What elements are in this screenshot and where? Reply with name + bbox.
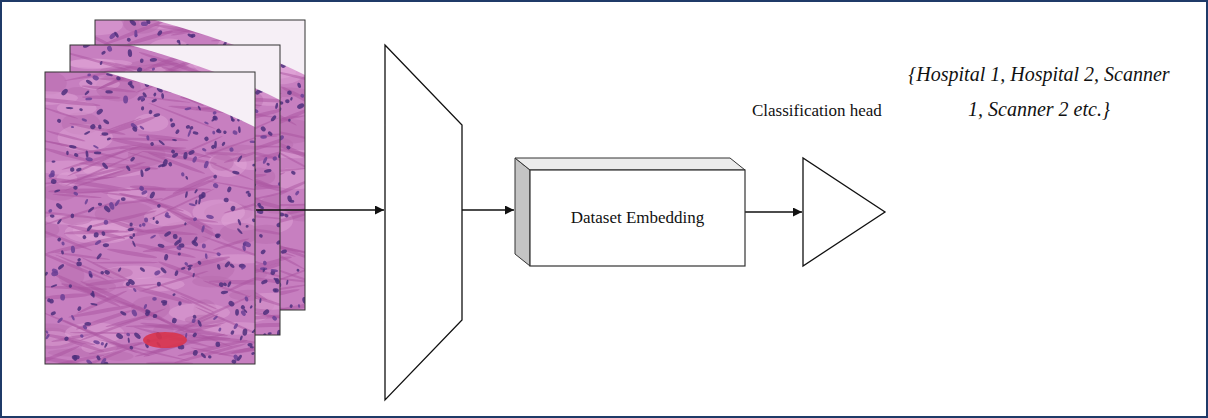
flow-arrow xyxy=(745,211,802,213)
histology-image-stack xyxy=(13,12,343,374)
input-arrow xyxy=(256,209,384,211)
box-front-face: Dataset Embedding xyxy=(530,170,745,266)
output-classes: {Hospital 1, Hospital 2, Scanner 1, Scan… xyxy=(905,57,1173,127)
tile-border xyxy=(45,72,255,364)
encoder-trapezoid xyxy=(385,45,462,400)
triangle-outline xyxy=(750,100,895,270)
embedding-box: Dataset Embedding xyxy=(515,158,745,266)
classification-head: Classification head xyxy=(750,100,895,270)
head-title: Classification head xyxy=(752,100,882,122)
encoder-arrow xyxy=(462,209,514,211)
box-label: Dataset Embedding xyxy=(571,208,705,228)
histology-tile xyxy=(45,72,255,364)
